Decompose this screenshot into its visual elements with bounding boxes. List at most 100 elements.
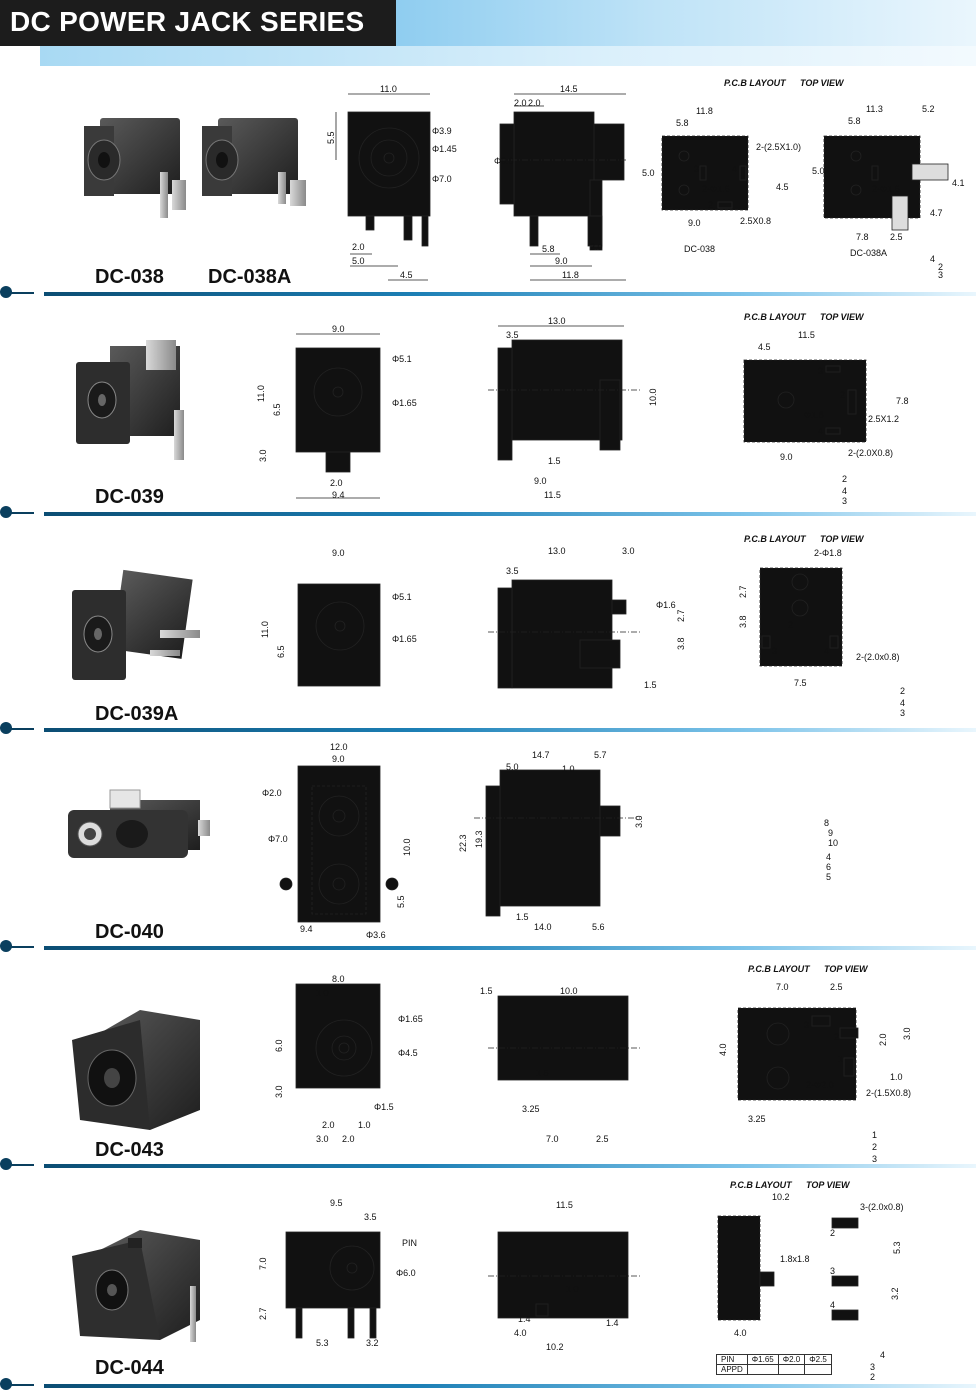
svg-text:3: 3 [872,1154,877,1164]
svg-text:2.0: 2.0 [590,242,603,252]
svg-text:P.C.B LAYOUT: P.C.B LAYOUT [730,1180,793,1190]
svg-text:7.8: 7.8 [856,232,869,242]
svg-text:13.0: 13.0 [548,546,566,556]
svg-text:Φ4.5: Φ4.5 [398,1048,418,1058]
drawings-dc039: 9.0Φ5.1Φ1.65 11.06.5 3.02.09.4 13.03.510… [256,312,909,506]
svg-text:10.0: 10.0 [560,986,578,996]
svg-text:3.0: 3.0 [902,1027,912,1040]
photo-dc040 [68,789,210,858]
svg-text:4.7: 4.7 [930,208,943,218]
table-cell [804,1364,832,1375]
svg-text:2.0: 2.0 [878,1033,888,1046]
svg-text:1.5: 1.5 [516,912,529,922]
svg-text:5.5: 5.5 [396,895,406,908]
svg-text:P.C.B LAYOUT: P.C.B LAYOUT [724,78,787,88]
svg-text:2.7: 2.7 [258,1307,268,1320]
svg-text:13.0: 13.0 [548,316,566,326]
svg-text:14.7: 14.7 [532,750,550,760]
header-notch [30,46,40,66]
model-label-dc044: DC-044 [95,1357,164,1379]
svg-text:2-Φ2.0: 2-Φ2.0 [806,1080,834,1090]
svg-text:5.7: 5.7 [594,750,607,760]
svg-text:Φ1.6: Φ1.6 [656,600,676,610]
svg-text:2.5: 2.5 [830,982,843,992]
svg-text:10.2: 10.2 [546,1342,564,1352]
svg-text:4: 4 [842,486,847,496]
svg-text:2.5X0.8: 2.5X0.8 [740,216,771,226]
svg-text:4.0: 4.0 [718,1043,728,1056]
photo-dc039a [72,569,200,680]
svg-text:1.5: 1.5 [480,986,493,996]
svg-text:4: 4 [930,254,935,264]
svg-text:2: 2 [938,262,943,272]
svg-text:P.C.B LAYOUT: P.C.B LAYOUT [748,964,811,974]
svg-text:2-(2.5X1.0): 2-(2.5X1.0) [756,142,801,152]
svg-text:3: 3 [870,1362,875,1372]
svg-text:1.0: 1.0 [358,1120,371,1130]
svg-text:2.5: 2.5 [596,1134,609,1144]
photo-dc044 [72,1230,200,1342]
svg-text:Φ7.0: Φ7.0 [268,834,288,844]
svg-text:Φ1.65: Φ1.65 [398,1014,423,1024]
svg-text:3.5: 3.5 [364,1212,377,1222]
photo-dc039 [76,340,184,460]
svg-text:2: 2 [842,474,847,484]
svg-text:Φ6.0: Φ6.0 [396,1268,416,1278]
svg-text:11.5: 11.5 [544,490,561,500]
svg-text:5: 5 [826,872,831,882]
svg-text:2: 2 [788,620,793,630]
svg-text:2-Φ1.6: 2-Φ1.6 [872,184,900,194]
svg-text:3.8: 3.8 [676,637,686,650]
svg-text:6.0: 6.0 [274,1039,284,1052]
svg-text:2.5: 2.5 [890,232,903,242]
svg-text:1.0: 1.0 [890,1072,903,1082]
page-title: DC POWER JACK SERIES [10,6,365,37]
svg-text:Φ3.6: Φ3.6 [366,930,386,940]
svg-text:9.0: 9.0 [534,476,547,486]
svg-text:3.25: 3.25 [748,1114,766,1124]
svg-text:1.5: 1.5 [644,680,657,690]
svg-text:4.0: 4.0 [514,1328,527,1338]
svg-text:9.4: 9.4 [300,924,313,934]
svg-text:4.1: 4.1 [952,178,965,188]
svg-text:TOP VIEW: TOP VIEW [820,312,865,322]
svg-text:5.8: 5.8 [676,118,689,128]
svg-text:Φ5.1: Φ5.1 [392,592,412,602]
svg-text:2.0: 2.0 [342,1134,355,1144]
svg-text:8: 8 [824,818,829,828]
svg-text:5.3: 5.3 [892,1241,902,1254]
svg-text:P.C.B LAYOUT: P.C.B LAYOUT [744,534,807,544]
svg-text:1.5: 1.5 [548,456,561,466]
svg-text:4.5: 4.5 [776,182,789,192]
svg-text:2: 2 [870,1372,875,1382]
svg-text:4: 4 [826,852,831,862]
svg-text:19.3: 19.3 [474,830,484,848]
model-label-dc039: DC-039 [95,486,164,508]
svg-text:11.0: 11.0 [260,621,270,638]
table-cell: Φ1.65 [746,1354,779,1365]
model-label-dc039a: DC-039A [95,703,179,725]
table-cell: Φ2.5 [804,1354,832,1365]
svg-text:3: 3 [818,366,823,376]
svg-text:TOP VIEW: TOP VIEW [806,1180,851,1190]
svg-text:2.0: 2.0 [322,1120,335,1130]
svg-text:9.0: 9.0 [555,256,568,266]
title-box: DC POWER JACK SERIES [0,0,396,46]
model-label-dc040: DC-040 [95,921,164,943]
model-label-dc043: DC-043 [95,1139,164,1161]
svg-text:4: 4 [818,426,823,436]
svg-text:2.0: 2.0 [352,242,365,252]
svg-text:Φ5.1: Φ5.1 [392,354,412,364]
svg-text:14.0: 14.0 [534,922,552,932]
svg-text:1.0: 1.0 [316,988,329,998]
photo-dc038a [202,118,306,206]
svg-text:5.0: 5.0 [642,168,655,178]
svg-text:11.5: 11.5 [556,1200,573,1210]
